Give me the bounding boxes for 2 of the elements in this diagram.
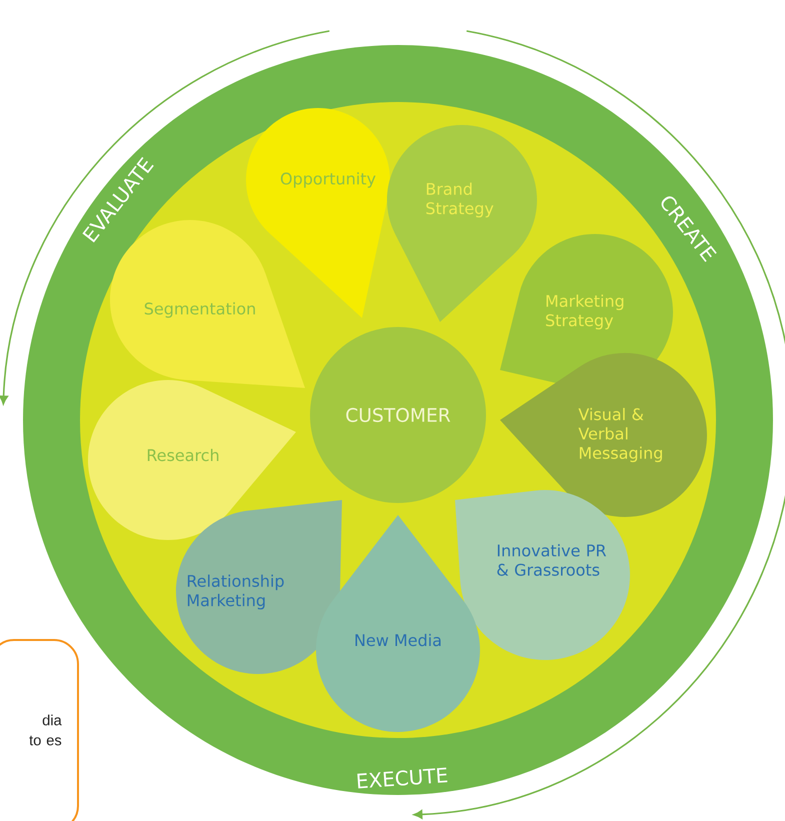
callout-box: dia to es [0, 639, 79, 821]
ring-label: EXECUTE [357, 768, 448, 788]
